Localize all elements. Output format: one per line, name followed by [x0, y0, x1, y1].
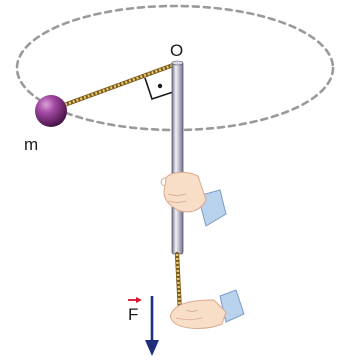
force-vector-mark-head	[136, 297, 142, 303]
force-label: F	[128, 305, 138, 324]
tube-top	[171, 60, 184, 66]
pivot-label: O	[170, 41, 183, 60]
tube	[171, 61, 184, 255]
lower-hand	[169, 289, 245, 329]
mass-label: m	[24, 135, 38, 154]
upper-hand	[160, 171, 227, 227]
mass-ball	[35, 95, 67, 127]
right-angle-marker	[144, 77, 177, 101]
rope-horizontal-strands	[55, 62, 177, 110]
right-angle-dot	[157, 83, 163, 89]
rope-vertical-strands	[175, 253, 182, 313]
force-arrow-head	[145, 340, 159, 356]
